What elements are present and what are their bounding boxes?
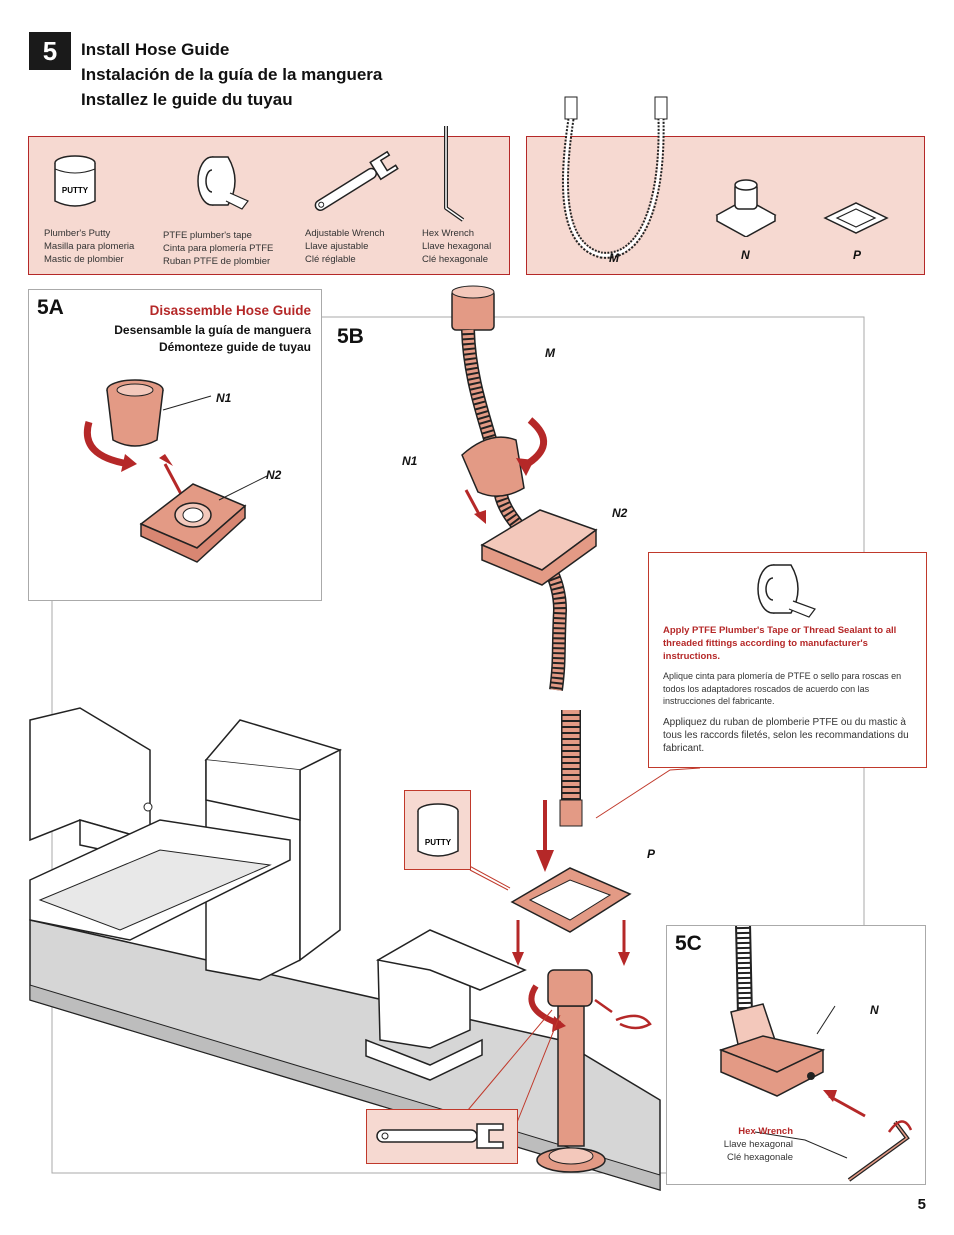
5b-part-p-label: P <box>647 847 656 861</box>
page-number: 5 <box>917 1196 926 1213</box>
5c-hex-caption: Hex Wrench Llave hexagonal Clé hexagonal… <box>723 1126 793 1163</box>
step-number: 5 <box>29 32 71 70</box>
disassemble-illustration <box>84 379 268 563</box>
section-5a-label: 5A <box>37 296 64 319</box>
5b-part-m-label: M <box>545 346 555 360</box>
ptfe-tape-icon <box>757 564 816 618</box>
title-fr: Installez le guide du tuyau <box>81 90 293 109</box>
5b-part-n1-label: N1 <box>402 454 418 468</box>
section-5a-title: Disassemble Hose Guide <box>149 303 311 318</box>
putty-label: PUTTY <box>62 186 89 195</box>
hex-install-illustration <box>718 926 913 1182</box>
callout-es: Aplique cinta para plomería de PTFE o se… <box>663 671 902 706</box>
adjustable-wrench-icon <box>376 1123 504 1149</box>
section-5c: 5C N Hex Wrench Llave hexagonal Clé hexa… <box>666 925 926 1185</box>
putty-jar-icon: PUTTY <box>417 803 459 857</box>
ptfe-callout: Apply PTFE Plumber's Tape or Thread Seal… <box>648 552 927 768</box>
putty-inset-label: PUTTY <box>425 838 452 847</box>
hose-icon <box>561 96 668 259</box>
section-5c-label: 5C <box>675 932 702 955</box>
putty-jar-icon: PUTTY <box>54 155 96 207</box>
hex-wrench-icon <box>444 126 465 222</box>
part-m-label: M <box>609 251 619 265</box>
part-p-label: P <box>853 248 862 262</box>
section-5b-label: 5B <box>337 325 364 348</box>
title-en: Install Hose Guide <box>81 40 230 59</box>
adjustable-wrench-icon <box>314 150 399 212</box>
5b-part-n2-label: N2 <box>612 506 628 520</box>
callout-fr: Appliquez du ruban de plomberie PTFE ou … <box>663 717 909 754</box>
gasket-part-p-icon <box>823 202 889 234</box>
5c-part-n-label: N <box>870 1003 879 1017</box>
part-n1-label: N1 <box>216 391 232 405</box>
section-5a: 5A Disassemble Hose Guide Desensamble la… <box>28 289 322 601</box>
putty-inset: PUTTY <box>404 790 471 870</box>
parts-panel: M N P <box>526 96 925 275</box>
part-n-label: N <box>741 248 750 262</box>
ptfe-tape-icon <box>197 156 249 210</box>
title-es: Instalación de la guía de la manguera <box>81 65 383 84</box>
step-title: Install Hose Guide Instalación de la guí… <box>81 37 382 112</box>
hose-guide-part-n-icon <box>715 179 777 237</box>
part-n2-label: N2 <box>266 468 282 482</box>
wrench-inset <box>366 1109 518 1164</box>
callout-en: Apply PTFE Plumber's Tape or Thread Seal… <box>663 625 897 662</box>
